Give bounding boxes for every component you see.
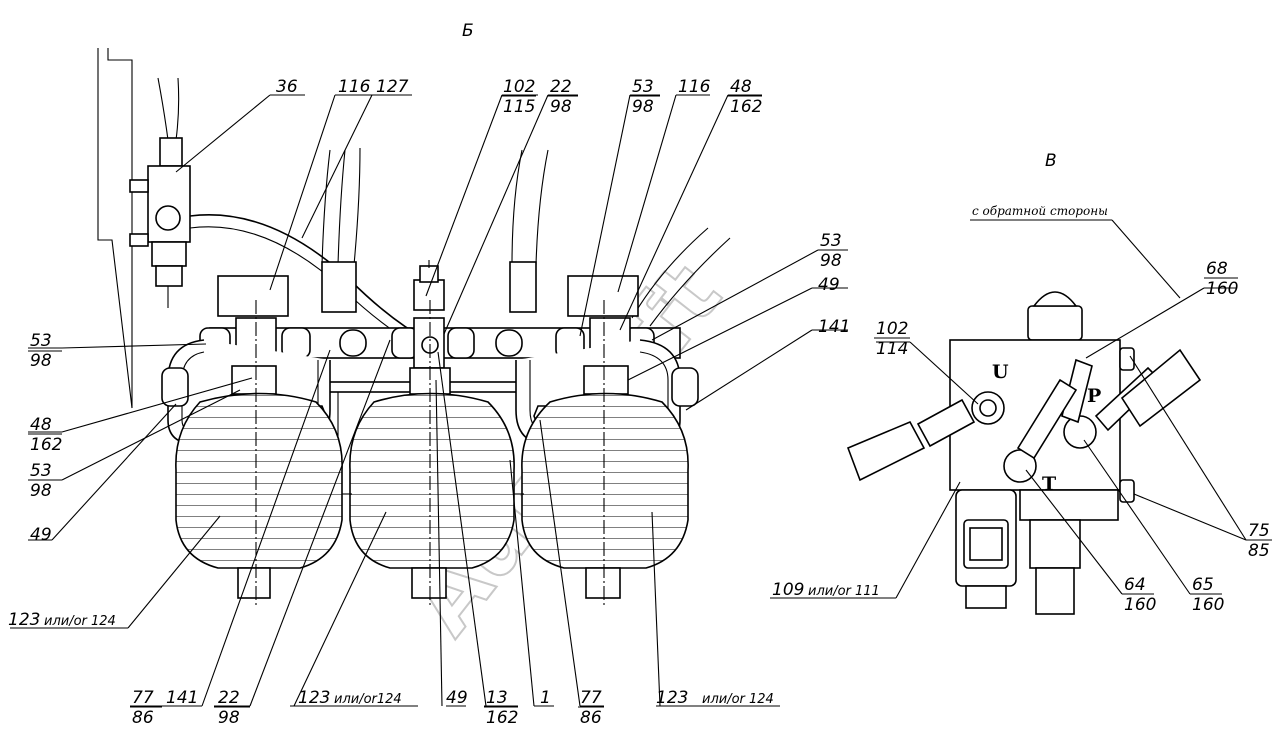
callout-49-right: 49 xyxy=(818,275,840,295)
callout-49-bottom: 49 xyxy=(446,688,468,708)
callout-65: 65 xyxy=(1192,575,1214,595)
callout-98-53-left-upper: 98 xyxy=(30,351,52,371)
callout-75: 75 xyxy=(1248,521,1270,541)
view-label-b: Б xyxy=(462,21,474,41)
view-v-valve-block xyxy=(846,291,1202,615)
callout-160-65: 160 xyxy=(1192,595,1224,615)
callout-68: 68 xyxy=(1206,259,1228,279)
callout-85: 85 xyxy=(1248,541,1270,561)
callout-116-right: 116 xyxy=(678,77,711,97)
callout-109-alt: или/or 111 xyxy=(808,584,880,599)
callout-22-top: 22 xyxy=(550,77,572,97)
callout-98-22-top: 98 xyxy=(550,97,572,117)
view-b-assembly xyxy=(97,48,731,606)
callout-1: 1 xyxy=(540,688,551,708)
callout-98-22-bottom: 98 xyxy=(218,708,240,728)
callout-162-top: 162 xyxy=(730,97,762,117)
callout-36: 36 xyxy=(276,77,298,97)
callout-98-53-top: 98 xyxy=(632,97,654,117)
callout-141-right: 141 xyxy=(818,317,850,337)
callout-123-right-alt: или/or 124 xyxy=(702,692,774,707)
callout-98-53-left-lower: 98 xyxy=(30,481,52,501)
callout-162-left: 162 xyxy=(30,435,62,455)
callout-162-bottom: 162 xyxy=(486,708,518,728)
callout-160-64: 160 xyxy=(1124,595,1156,615)
view-label-v: В xyxy=(1045,151,1057,171)
reverse-side-note: с обратной стороны xyxy=(972,204,1108,218)
callout-115: 115 xyxy=(503,97,535,117)
callout-13: 13 xyxy=(486,688,508,708)
callout-86-left: 86 xyxy=(132,708,154,728)
callout-123-middle-alt: или/or124 xyxy=(334,692,402,707)
port-p-label: P xyxy=(1087,385,1101,407)
port-t-label: T xyxy=(1042,473,1056,495)
callout-77-left: 77 xyxy=(132,688,154,708)
callout-48-top: 48 xyxy=(730,77,752,97)
callout-48-left: 48 xyxy=(30,415,52,435)
callout-160-68: 160 xyxy=(1206,279,1238,299)
callout-123-middle: 123 xyxy=(298,688,330,708)
callout-86-right: 86 xyxy=(580,708,602,728)
callout-53-left-upper: 53 xyxy=(30,331,52,351)
callout-102-top: 102 xyxy=(503,77,535,97)
callout-116-left: 116 xyxy=(338,77,371,97)
callout-53-right: 53 xyxy=(820,231,842,251)
port-u-label: U xyxy=(992,361,1009,383)
callout-114: 114 xyxy=(876,339,908,359)
callout-98-53-right: 98 xyxy=(820,251,842,271)
callout-127: 127 xyxy=(376,77,409,97)
callout-102-right: 102 xyxy=(876,319,908,339)
callout-123-left-alt: или/or 124 xyxy=(44,614,116,629)
callout-49-left: 49 xyxy=(30,525,52,545)
callout-123-left: 123 xyxy=(8,610,40,630)
callout-123-right: 123 xyxy=(656,688,688,708)
callout-53-top: 53 xyxy=(632,77,654,97)
callout-53-left-lower: 53 xyxy=(30,461,52,481)
callout-64: 64 xyxy=(1124,575,1146,595)
callout-109: 109 xyxy=(772,580,804,600)
callout-77-right: 77 xyxy=(580,688,602,708)
leader-lines xyxy=(10,94,1272,707)
callout-141-bottom: 141 xyxy=(166,688,198,708)
callout-22-bottom: 22 xyxy=(218,688,240,708)
